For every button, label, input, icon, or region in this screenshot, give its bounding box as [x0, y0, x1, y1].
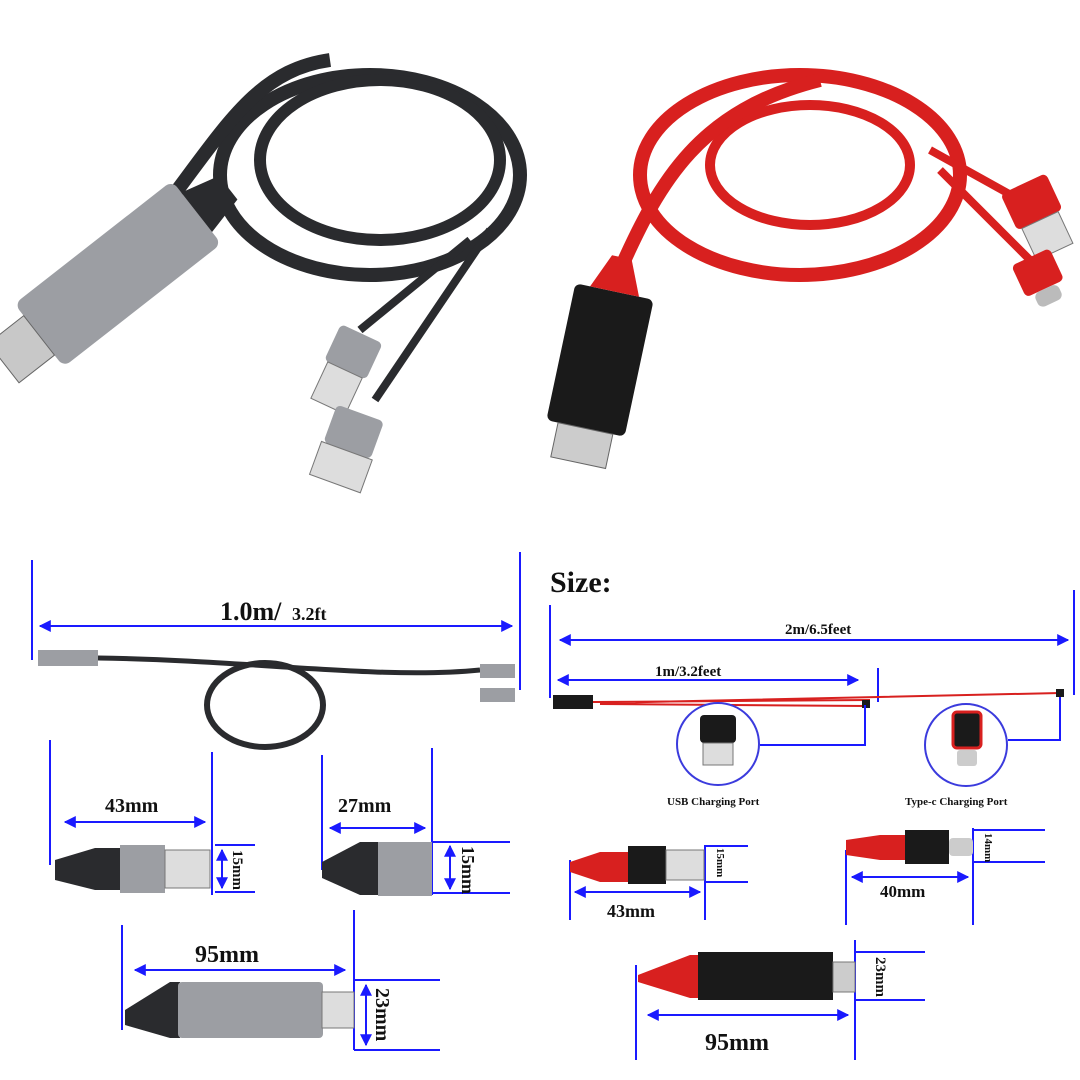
right-dimension-diagram: Size: 2m/6.5feet 1m/3.2feet USB Charging…: [549, 566, 1075, 1060]
red-cable-photo: [547, 68, 1074, 470]
hdmi-length-label-right: 95mm: [705, 1030, 769, 1056]
female-length-label: 27mm: [338, 795, 392, 817]
total-length-label: 2m/6.5feet: [785, 622, 851, 638]
branch-length-label: 1m/3.2feet: [655, 664, 721, 680]
typec-length-label: 40mm: [880, 882, 925, 901]
usb-port-label: USB Charging Port: [667, 796, 760, 808]
hdmi-length-label: 95mm: [195, 942, 259, 968]
length-main-label: 1.0m/: [220, 597, 282, 626]
usb-length-label-right: 43mm: [607, 901, 655, 921]
usb-height-label-right: 15mm: [714, 848, 726, 877]
black-cable-photo: [0, 53, 527, 494]
typec-port-label: Type-c Charging Port: [905, 796, 1008, 808]
length-sub-label: 3.2ft: [292, 604, 327, 624]
left-dimension-diagram: 1.0m/ 3.2ft 43mm 15mm 27mm 15mm 95mm: [31, 552, 521, 1051]
typec-height-label: 14mm: [982, 833, 994, 862]
size-title: Size:: [550, 566, 612, 599]
usb-height-label: 15mm: [229, 850, 245, 890]
female-height-label: 15mm: [458, 846, 478, 894]
hdmi-height-label: 23mm: [371, 988, 393, 1042]
usb-length-label: 43mm: [105, 795, 159, 817]
hdmi-height-label-right: 23mm: [872, 957, 888, 997]
